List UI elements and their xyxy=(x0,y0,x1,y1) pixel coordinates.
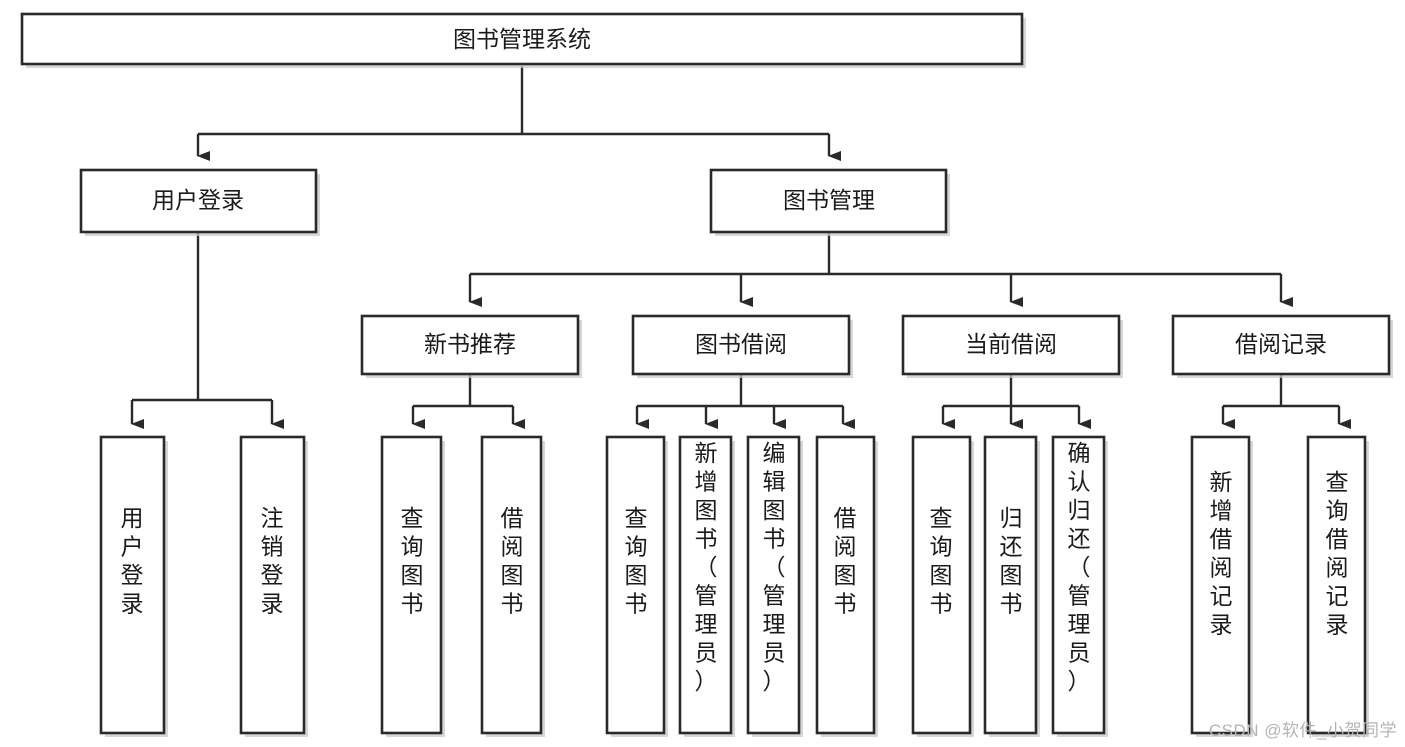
book-manage-box xyxy=(709,168,948,234)
leaf-borrow-book-2-box xyxy=(815,435,876,735)
node-leaf-query-book-3[interactable]: 查询图书 xyxy=(911,435,974,737)
node-leaf-query-book-1[interactable]: 查询图书 xyxy=(380,435,445,737)
leaf-query-record-label: 查询借阅记录 xyxy=(1326,469,1349,638)
leaf-return-book-label: 归还图书 xyxy=(1000,505,1023,617)
node-leaf-borrow-book-2[interactable]: 借阅图书 xyxy=(815,435,878,737)
node-leaf-confirm-return[interactable]: 确认归还（管理员） xyxy=(1051,435,1108,737)
leaf-query-book-1-box xyxy=(380,435,443,735)
leaf-query-book-2-box xyxy=(605,435,666,735)
borrow-record-label: 借阅记录 xyxy=(1235,331,1327,357)
book-borrow-label: 图书借阅 xyxy=(695,331,787,357)
node-leaf-logout[interactable]: 注销登录 xyxy=(239,435,308,737)
node-leaf-query-book-2[interactable]: 查询图书 xyxy=(605,435,668,737)
node-current-borrow[interactable]: 当前借阅 xyxy=(901,314,1123,378)
node-book-borrow[interactable]: 图书借阅 xyxy=(631,314,853,378)
leaf-confirm-return-label: 确认归还（管理员） xyxy=(1068,440,1091,694)
leaf-borrow-book-2-label: 借阅图书 xyxy=(834,505,857,617)
new-book-rec-label: 新书推荐 xyxy=(424,331,516,357)
node-leaf-add-book[interactable]: 新增图书（管理员） xyxy=(678,435,735,737)
user-login-box xyxy=(79,168,318,234)
leaf-query-book-1-label: 查询图书 xyxy=(401,505,424,617)
book-manage-label: 图书管理 xyxy=(783,187,875,213)
book-borrow-box xyxy=(631,314,851,376)
node-leaf-edit-book[interactable]: 编辑图书（管理员） xyxy=(746,435,803,737)
leaf-query-book-3-box xyxy=(911,435,972,735)
leaf-return-book-box xyxy=(983,435,1038,735)
leaf-add-record-box xyxy=(1190,435,1251,735)
leaf-query-record-box xyxy=(1306,435,1367,735)
node-book-manage[interactable]: 图书管理 xyxy=(709,168,950,236)
new-book-rec-box xyxy=(360,314,580,376)
node-leaf-add-record[interactable]: 新增借阅记录 xyxy=(1190,435,1253,737)
leaf-query-book-3-label: 查询图书 xyxy=(930,505,953,617)
leaf-edit-book-box xyxy=(746,435,801,735)
leaf-logout-box xyxy=(239,435,306,735)
leaf-query-book-2-label: 查询图书 xyxy=(625,505,648,617)
leaf-add-record-label: 新增借阅记录 xyxy=(1210,469,1233,638)
connector-layer xyxy=(130,66,1351,429)
leaf-borrow-book-1-box xyxy=(480,435,543,735)
leaf-logout-label: 注销登录 xyxy=(261,505,284,617)
leaf-borrow-book-1-label: 借阅图书 xyxy=(501,505,524,617)
node-root[interactable]: 图书管理系统 xyxy=(20,12,1026,68)
csdn-watermark: CSDN @软件_小贺同学 xyxy=(1208,721,1397,740)
root-box xyxy=(20,12,1024,66)
node-leaf-user-login[interactable]: 用户登录 xyxy=(99,435,168,737)
leaf-add-book-label: 新增图书（管理员） xyxy=(695,440,718,694)
leaf-confirm-return-box xyxy=(1051,435,1106,735)
node-leaf-return-book[interactable]: 归还图书 xyxy=(983,435,1040,737)
user-login-label: 用户登录 xyxy=(152,187,244,213)
node-borrow-record[interactable]: 借阅记录 xyxy=(1171,314,1393,378)
leaf-add-book-box xyxy=(678,435,733,735)
leaf-edit-book-label: 编辑图书（管理员） xyxy=(763,440,786,694)
borrow-record-box xyxy=(1171,314,1391,376)
node-new-book-rec[interactable]: 新书推荐 xyxy=(360,314,582,378)
node-user-login[interactable]: 用户登录 xyxy=(79,168,320,236)
root-label: 图书管理系统 xyxy=(453,26,591,52)
leaf-user-login-label: 用户登录 xyxy=(121,505,144,617)
current-borrow-label: 当前借阅 xyxy=(965,331,1057,357)
leaf-user-login-box xyxy=(99,435,166,735)
current-borrow-box xyxy=(901,314,1121,376)
node-leaf-borrow-book-1[interactable]: 借阅图书 xyxy=(480,435,545,737)
node-leaf-query-record[interactable]: 查询借阅记录 xyxy=(1306,435,1369,737)
